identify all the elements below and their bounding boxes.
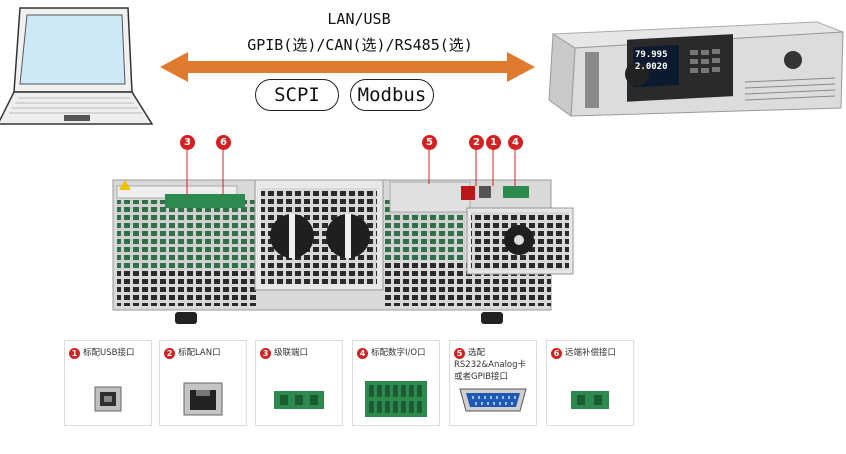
- tile-num: 5: [454, 348, 465, 359]
- tile-label: 远端补偿接口: [565, 348, 617, 358]
- tile-num: 1: [69, 348, 80, 359]
- marker-6: 6: [216, 135, 231, 150]
- marker-1: 1: [486, 135, 501, 150]
- interface-title: LAN/USB: [327, 10, 391, 28]
- marker-5: 5: [422, 135, 437, 150]
- laptop-icon: [0, 7, 154, 125]
- display-voltage: 79.995: [635, 50, 668, 60]
- remote-sense-terminal-icon: [571, 391, 609, 409]
- tile-num: 3: [260, 348, 271, 359]
- marker-4: 4: [508, 135, 523, 150]
- gpib-connector-icon: [459, 388, 527, 412]
- digital-io-terminal-icon: [365, 381, 427, 417]
- display-current: 2.0020: [635, 62, 668, 72]
- interface-options: GPIB(选)/CAN(选)/RS485(选): [247, 36, 473, 54]
- tile-label: 级联端口: [274, 348, 309, 358]
- marker-2: 2: [469, 135, 484, 150]
- tile-num: 4: [357, 348, 368, 359]
- usb-port-icon: [94, 386, 122, 412]
- protocol-scpi: SCPI: [255, 79, 339, 111]
- instrument-front-panel: [548, 21, 844, 117]
- lan-port-icon: [183, 382, 223, 416]
- tile-num: 2: [164, 348, 175, 359]
- tile-label: 标配USB接口: [83, 348, 135, 358]
- tile-label: 标配数字I/O口: [371, 348, 426, 358]
- cascade-terminal-icon: [274, 391, 324, 409]
- instrument-rear-panel: [112, 179, 574, 324]
- double-arrow: [160, 52, 535, 82]
- tile-label: 标配LAN口: [178, 348, 221, 358]
- tile-label: 选配RS232&Analog卡或者GPIB接口: [454, 348, 527, 382]
- tile-num: 6: [551, 348, 562, 359]
- marker-3: 3: [180, 135, 195, 150]
- protocol-modbus: Modbus: [350, 79, 434, 111]
